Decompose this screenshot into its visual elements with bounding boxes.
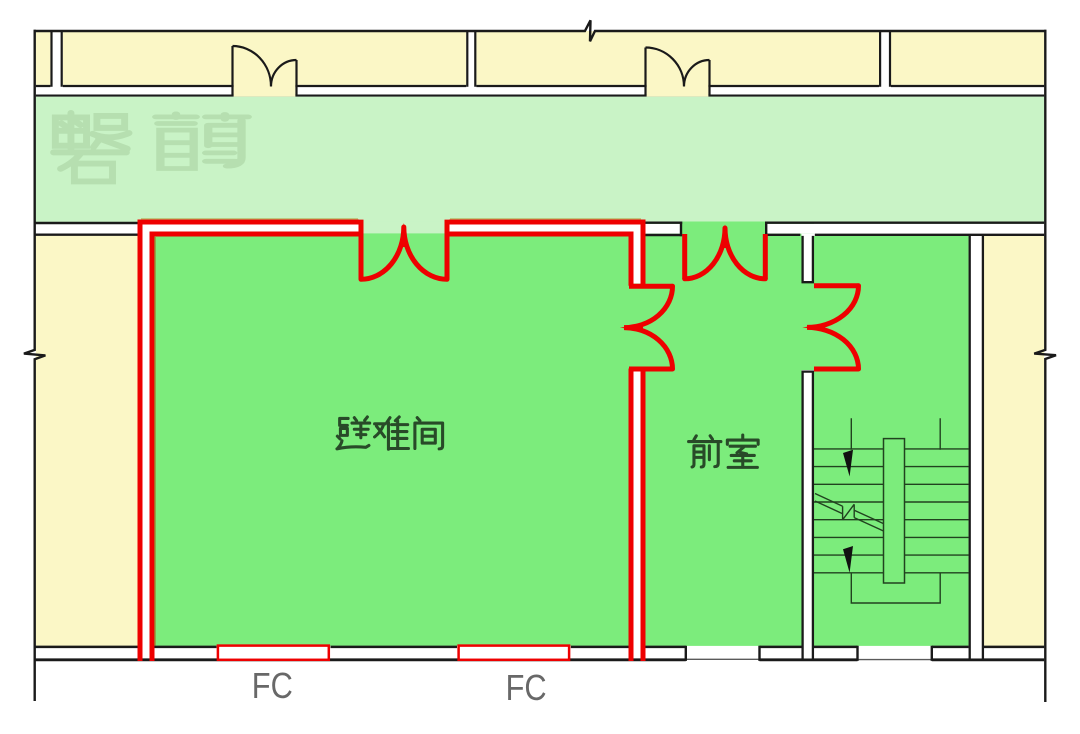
svg-text:FC: FC <box>506 667 547 708</box>
svg-text:FC: FC <box>252 665 293 706</box>
